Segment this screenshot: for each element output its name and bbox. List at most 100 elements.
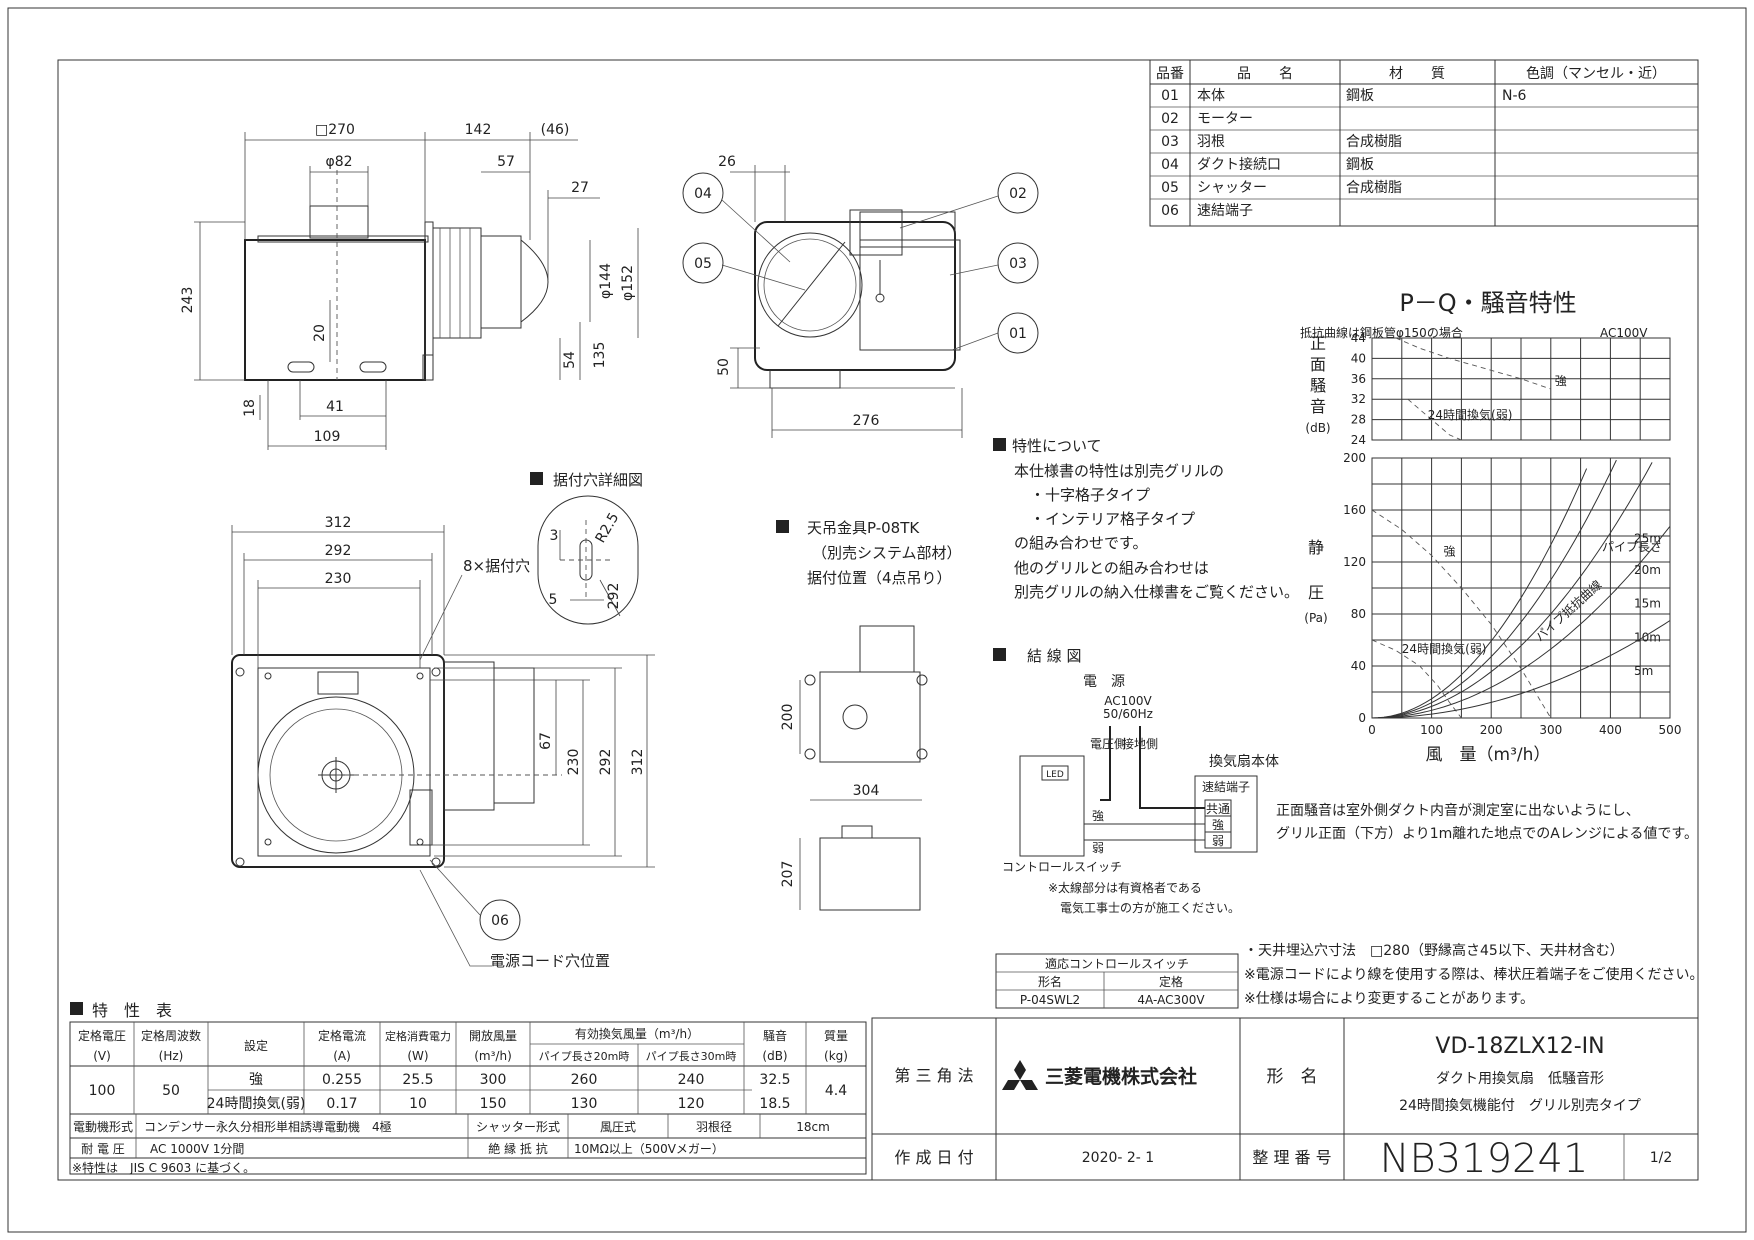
parts-header-material: 材 質 xyxy=(1389,66,1445,82)
callout-03: 03 xyxy=(1009,256,1027,272)
spec-current: 0.255 xyxy=(322,1072,362,1088)
withstand-value: AC 1000V 1分間 xyxy=(150,1142,244,1156)
side-dim-142: 142 xyxy=(465,122,492,138)
callout-06: 06 xyxy=(491,913,509,929)
part-name: シャッター xyxy=(1197,180,1267,196)
terminal-strong: 強 xyxy=(1212,818,1224,832)
wiring-title: 結 線 図 xyxy=(1027,647,1082,665)
callout-05: 05 xyxy=(694,256,712,272)
terminal-weak: 弱 xyxy=(1212,834,1224,848)
spec-frequency: 50 xyxy=(162,1083,180,1099)
pq-series-label: 強 xyxy=(1444,545,1456,559)
hole-detail-marker xyxy=(530,472,543,485)
spec-open-air: 150 xyxy=(480,1096,507,1112)
noise-ylabel-3: 騒 xyxy=(1310,376,1326,395)
part-no: 01 xyxy=(1161,88,1179,104)
controller-table: 適応コントロールスイッチ 形名 定格 P-04SWL2 4A-AC300V xyxy=(995,953,1239,1009)
bracket-marker xyxy=(776,520,789,533)
mitsubishi-logo xyxy=(1002,1060,1038,1090)
side-dim-109: 109 xyxy=(314,429,341,445)
side-dim-27: 27 xyxy=(571,180,589,196)
bottom-dim-312: 312 xyxy=(325,515,352,531)
wiring-note-2: 電気工事士の方が施工ください。 xyxy=(1060,900,1240,915)
outer-frame xyxy=(7,7,1747,1233)
side-dim-18: 18 xyxy=(242,399,258,417)
pq-ytick: 80 xyxy=(1351,607,1366,621)
pq-series-label: 24時間換気(弱) xyxy=(1402,641,1487,656)
spec-noise: 32.5 xyxy=(759,1072,790,1088)
noise-ytick: 36 xyxy=(1351,372,1366,386)
noise-note: 抵抗曲線は鋼板管φ150の場合 xyxy=(1300,325,1463,340)
bottom-view: 06 312 292 230 67 230 292 312 8×据付穴 電源コー… xyxy=(231,515,655,970)
side-dim-46: (46) xyxy=(541,122,570,138)
note-line-4: の組み合わせです。 xyxy=(1014,534,1148,552)
part-name: モーター xyxy=(1197,111,1253,127)
pipe-resistance-curve xyxy=(1371,462,1653,719)
pq-ytick: 160 xyxy=(1343,503,1366,517)
motor-label: 電動機形式 xyxy=(73,1119,133,1134)
part-name: ダクト接続口 xyxy=(1197,156,1281,173)
page-number: 1/2 xyxy=(1650,1150,1673,1166)
callout-04: 04 xyxy=(694,186,712,202)
pq-xtick: 200 xyxy=(1480,723,1503,737)
wiring-live: 電圧側 xyxy=(1090,737,1126,751)
bottom-fan-circle xyxy=(257,696,415,854)
wiring-marker xyxy=(993,648,1006,661)
hdr-power: 定格消費電力 xyxy=(385,1029,451,1043)
hdr-frequency: 定格周波数 xyxy=(141,1028,201,1043)
hdr-pipe30: パイプ長さ30m時 xyxy=(646,1050,737,1063)
pq-ylabel-1: 静 xyxy=(1308,538,1324,557)
creation-date: 2020- 2- 1 xyxy=(1082,1150,1154,1166)
hdr-noise: 騒音 xyxy=(763,1028,787,1043)
spec-setting: 24時間換気(弱) xyxy=(207,1096,306,1112)
date-label: 作 成 日 付 xyxy=(894,1148,973,1167)
wiring-unit-title: 換気扇本体 xyxy=(1209,754,1279,770)
wiring-power: 電 源 xyxy=(1083,674,1125,690)
noise-ytick: 44 xyxy=(1351,331,1366,345)
hdr-weight: 質量 xyxy=(824,1028,848,1043)
pipe-length-tick: 5m xyxy=(1634,664,1653,678)
noise-ylabel-2: 面 xyxy=(1310,355,1326,374)
power-cord-hole-label: 電源コード穴位置 xyxy=(490,952,610,970)
pq-ylabel-2: 圧 xyxy=(1308,583,1324,602)
insulation-value: 10MΩ以上（500Vメガー） xyxy=(574,1142,724,1156)
side-view: □270 142 (46) φ82 57 27 243 φ144 φ152 20… xyxy=(180,122,639,450)
part-material: 鋼板 xyxy=(1346,157,1374,173)
note-marker xyxy=(993,438,1006,451)
wiring-weak: 弱 xyxy=(1092,841,1104,855)
bottom-dim-230v: 230 xyxy=(566,749,582,776)
inner-frame xyxy=(57,59,1699,1181)
wiring-note-1: ※太線部分は有資格者である xyxy=(1048,880,1202,895)
motor-value: コンデンサー永久分相形単相誘導電動機 4極 xyxy=(144,1119,392,1134)
blade-value: 18cm xyxy=(796,1120,830,1134)
bracket-title: 天吊金具P-08TK xyxy=(807,519,920,537)
noise-power: AC100V xyxy=(1600,326,1648,340)
front-duct-circle xyxy=(757,232,863,338)
note-line-6: 別売グリルの納入仕様書をご覧ください。 xyxy=(1014,583,1299,601)
noise-series-label: 強 xyxy=(1555,374,1567,388)
note-ceiling-hole: ・天井埋込穴寸法 □280（野縁高さ45以下、天井材含む） xyxy=(1244,942,1624,959)
spec-pipe30: 240 xyxy=(678,1072,705,1088)
callout-02: 02 xyxy=(1009,186,1027,202)
noise-ytick: 24 xyxy=(1351,433,1366,447)
pq-series-line xyxy=(1371,639,1462,719)
bottom-dim-292: 292 xyxy=(325,543,352,559)
spec-voltage: 100 xyxy=(89,1083,116,1099)
spec-current: 0.17 xyxy=(326,1096,357,1112)
noise-series-line xyxy=(1395,337,1551,390)
front-motor xyxy=(849,209,903,256)
part-material: 鋼板 xyxy=(1346,88,1374,104)
side-dim-243: 243 xyxy=(180,287,196,314)
insulation-label: 絶 縁 抵 抗 xyxy=(488,1141,547,1156)
shutter-label: シャッター形式 xyxy=(476,1120,560,1134)
ceiling-bracket: 天吊金具P-08TK （別売システム部材） 据付位置（4点吊り） 200 304… xyxy=(776,519,962,911)
measurement-note-1: 正面騒音は室外側ダクト内音が測定室に出ないようにし、 xyxy=(1276,802,1640,819)
spec-noise: 18.5 xyxy=(759,1096,790,1112)
bottom-dim-292v: 292 xyxy=(598,749,614,776)
spec-pipe20: 260 xyxy=(571,1072,598,1088)
noise-series-line xyxy=(1407,398,1462,441)
controller-title: 適応コントロールスイッチ xyxy=(1045,956,1189,971)
bracket-sub2: 据付位置（4点吊り） xyxy=(807,569,952,587)
front-dim-276: 276 xyxy=(853,413,880,429)
